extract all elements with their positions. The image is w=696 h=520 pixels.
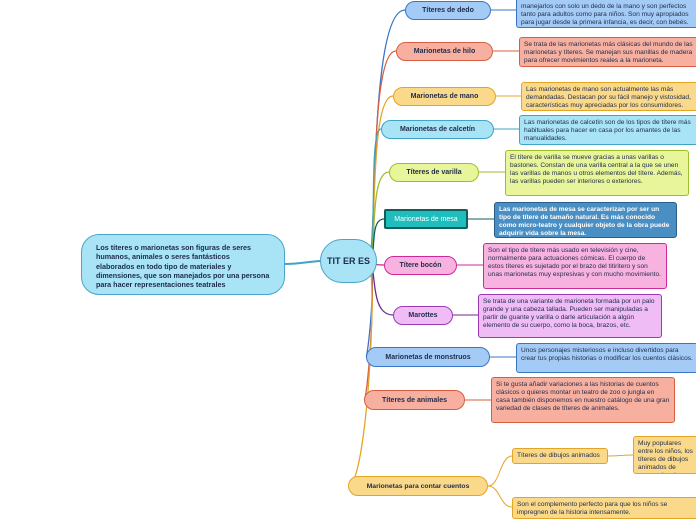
description-connector (487, 485, 513, 508)
desc-titeres-de-dedo[interactable]: manejarlos con solo un dedo de la mano y… (516, 0, 696, 28)
desc-marionetas-de-hilo[interactable]: Se trata de las marionetas más clásicas … (519, 37, 696, 67)
description-connector (487, 455, 513, 487)
desc-marionetas-de-mesa[interactable]: Las marionetas de mesa se caracterizan p… (494, 202, 677, 238)
branch-titere-bocon[interactable]: Títere bocón (384, 256, 457, 275)
root-connector (284, 260, 321, 265)
center-node-titeres[interactable]: TIT ER ES (320, 239, 377, 283)
desc-marottes[interactable]: Se trata de una variante de marioneta fo… (478, 294, 662, 338)
branch-marionetas-de-calcetin[interactable]: Marionetas de calcetín (381, 120, 494, 139)
branch-marionetas-para-contar-cuentos[interactable]: Marionetas para contar cuentos (348, 476, 488, 496)
description-connector (607, 454, 634, 457)
branch-titeres-de-dedo[interactable]: Títeres de dedo (405, 1, 491, 20)
branch-marionetas-de-mano[interactable]: Marionetas de mano (393, 87, 496, 106)
branch-titeres-de-animales[interactable]: Títeres de animales (364, 390, 465, 410)
subtopic-titeres-de-dibujos-animados[interactable]: Títeres de dibujos animados (512, 448, 608, 464)
branch-marottes[interactable]: Marottes (393, 306, 453, 325)
desc-marionetas-para-contar-cuentos[interactable]: Son el complemento perfecto para que los… (512, 497, 696, 519)
desc-marionetas-de-calcetin[interactable]: Las marionetas de calcetín son de los ti… (519, 115, 696, 145)
branch-marionetas-de-mesa[interactable]: Marionetas de mesa (384, 209, 468, 229)
branch-marionetas-de-hilo[interactable]: Marionetas de hilo (396, 42, 493, 61)
desc-marionetas-de-monstruos[interactable]: Unos personajes misteriosos e incluso di… (516, 343, 696, 373)
desc-titeres-de-dibujos-animados[interactable]: Muy populares entre los niños, los títer… (633, 436, 696, 474)
branch-titeres-de-varilla[interactable]: Títeres de varilla (389, 163, 479, 182)
desc-titeres-de-varilla[interactable]: El títere de varilla se mueve gracias a … (505, 150, 689, 196)
desc-titeres-de-animales[interactable]: Si te gusta añadir variaciones a las his… (491, 377, 675, 423)
root-definition-node[interactable]: Los títeres o marionetas son figuras de … (81, 234, 285, 295)
desc-titere-bocon[interactable]: Son el tipo de títere más usado en telev… (483, 243, 667, 289)
desc-marionetas-de-mano[interactable]: Las marionetas de mano son actualmente l… (521, 82, 696, 111)
branch-marionetas-de-monstruos[interactable]: Marionetas de monstruos (366, 347, 490, 367)
